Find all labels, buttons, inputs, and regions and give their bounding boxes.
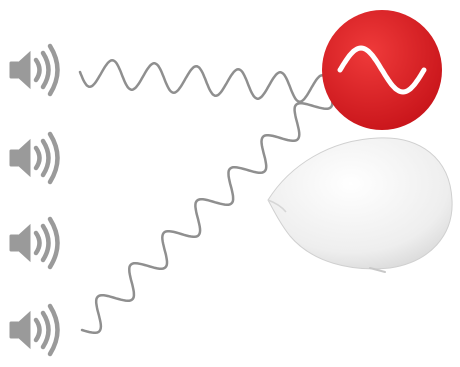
sine-wave-icon (322, 10, 442, 130)
speaker-icon-3 (10, 219, 58, 267)
egg-shaped-device-icon (268, 138, 452, 272)
sound-wave-direct (80, 60, 332, 101)
speaker-icon-4 (10, 306, 58, 354)
speaker-icon-2 (10, 134, 58, 182)
speaker-icon-1 (10, 46, 58, 94)
